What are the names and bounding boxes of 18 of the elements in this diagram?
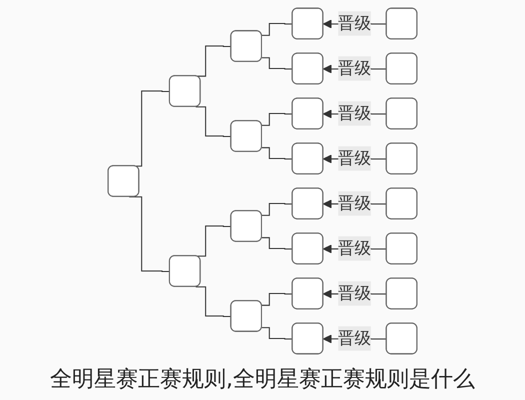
connector bbox=[262, 23, 293, 36]
connector bbox=[262, 113, 293, 126]
connector bbox=[262, 292, 293, 306]
edge-label: 晋级 bbox=[338, 238, 371, 258]
edge-label: 晋级 bbox=[338, 103, 371, 123]
connector bbox=[196, 286, 232, 317]
connector bbox=[262, 237, 293, 250]
edge-label: 晋级 bbox=[338, 58, 371, 78]
connector bbox=[196, 106, 232, 138]
edge-label: 晋级 bbox=[338, 193, 371, 213]
connector bbox=[262, 202, 293, 216]
connector bbox=[262, 147, 293, 160]
connector bbox=[262, 327, 293, 340]
connector bbox=[262, 57, 293, 70]
edge-label: 晋级 bbox=[338, 283, 371, 303]
edge-label: 晋级 bbox=[338, 13, 371, 33]
edge-label: 晋级 bbox=[338, 148, 371, 168]
edge-label: 晋级 bbox=[338, 328, 371, 348]
